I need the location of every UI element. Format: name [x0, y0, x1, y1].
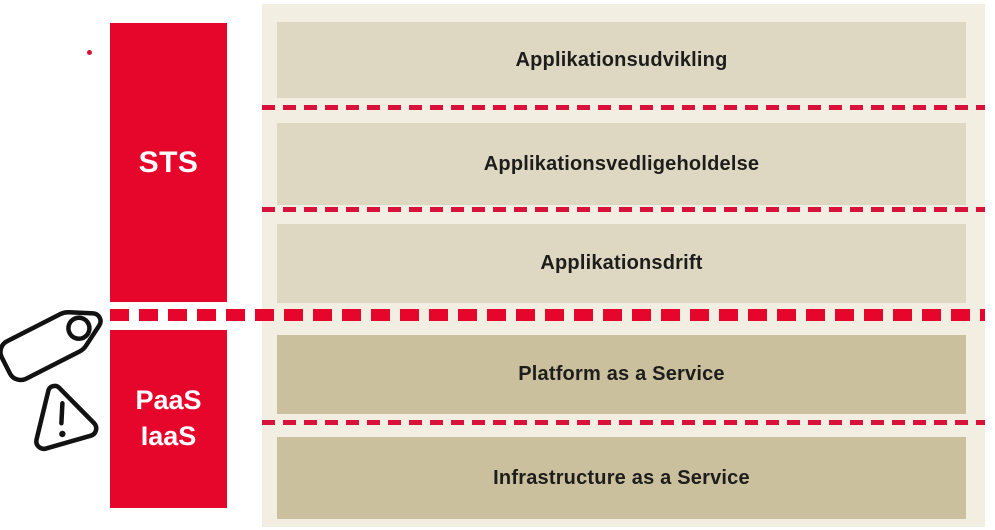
- paas-label: PaaS: [135, 385, 202, 416]
- iaas-label: IaaS: [140, 421, 197, 451]
- layer-label: Applikationsdrift: [540, 252, 703, 274]
- layer-platform-as-a-service: Platform as a Service: [277, 335, 966, 414]
- warning-triangle-icon: [34, 383, 99, 452]
- layer-label: Applikationsvedligeholdelse: [483, 152, 760, 175]
- layer-applikationsudvikling: Applikationsudvikling: [277, 22, 966, 98]
- thin-dashed-divider: [262, 420, 985, 425]
- sts-label: STS: [138, 145, 199, 179]
- layer-infrastructure-as-a-service: Infrastructure as a Service: [277, 437, 966, 519]
- thin-dashed-divider: [262, 105, 985, 110]
- sts-column: STS: [110, 23, 227, 302]
- layer-applikationsvedligeholdelse: Applikationsvedligeholdelse: [277, 123, 966, 205]
- layer-label: Applikationsudvikling: [515, 48, 728, 71]
- paas-iaas-column: PaaS IaaS: [110, 330, 227, 508]
- price-tag-icon: [0, 309, 103, 383]
- thick-dashed-divider: [110, 309, 985, 321]
- layer-label: Infrastructure as a Service: [493, 466, 750, 489]
- layer-applikationsdrift: Applikationsdrift: [277, 224, 966, 303]
- layer-label: Platform as a Service: [518, 363, 725, 385]
- thin-dashed-divider: [262, 207, 985, 212]
- red-dot: [87, 50, 92, 55]
- tag-warning-illustration: [0, 309, 103, 452]
- service-layers-panel: Applikationsudvikling Applikationsvedlig…: [262, 4, 985, 527]
